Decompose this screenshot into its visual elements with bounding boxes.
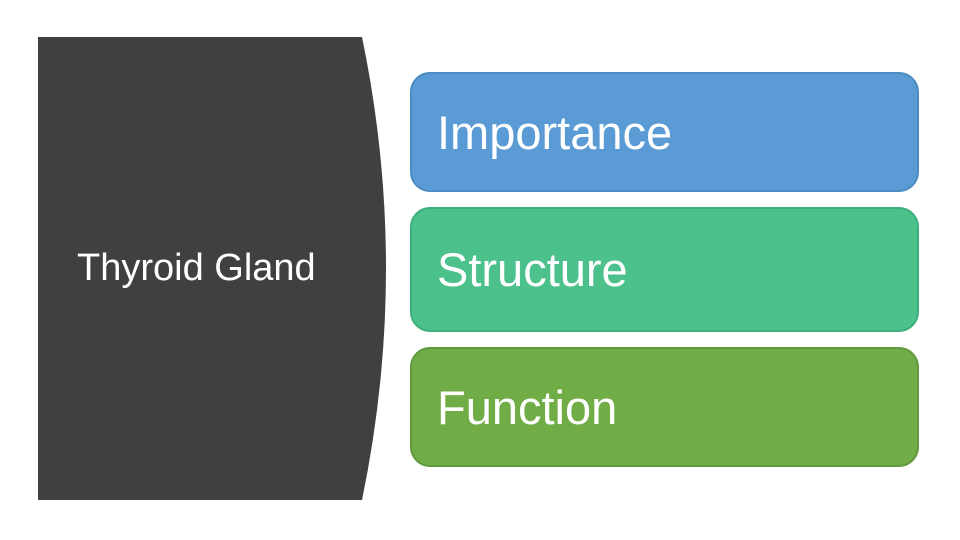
- list-item-importance[interactable]: Importance: [410, 72, 919, 192]
- slide-title: Thyroid Gland: [77, 247, 316, 289]
- title-panel-shape: [38, 37, 386, 500]
- list-item-label: Function: [437, 380, 618, 434]
- list-item-label: Importance: [437, 105, 673, 159]
- list-item-structure[interactable]: Structure: [410, 207, 919, 332]
- list-item-label: Structure: [437, 243, 628, 296]
- list-item-function[interactable]: Function: [410, 347, 919, 467]
